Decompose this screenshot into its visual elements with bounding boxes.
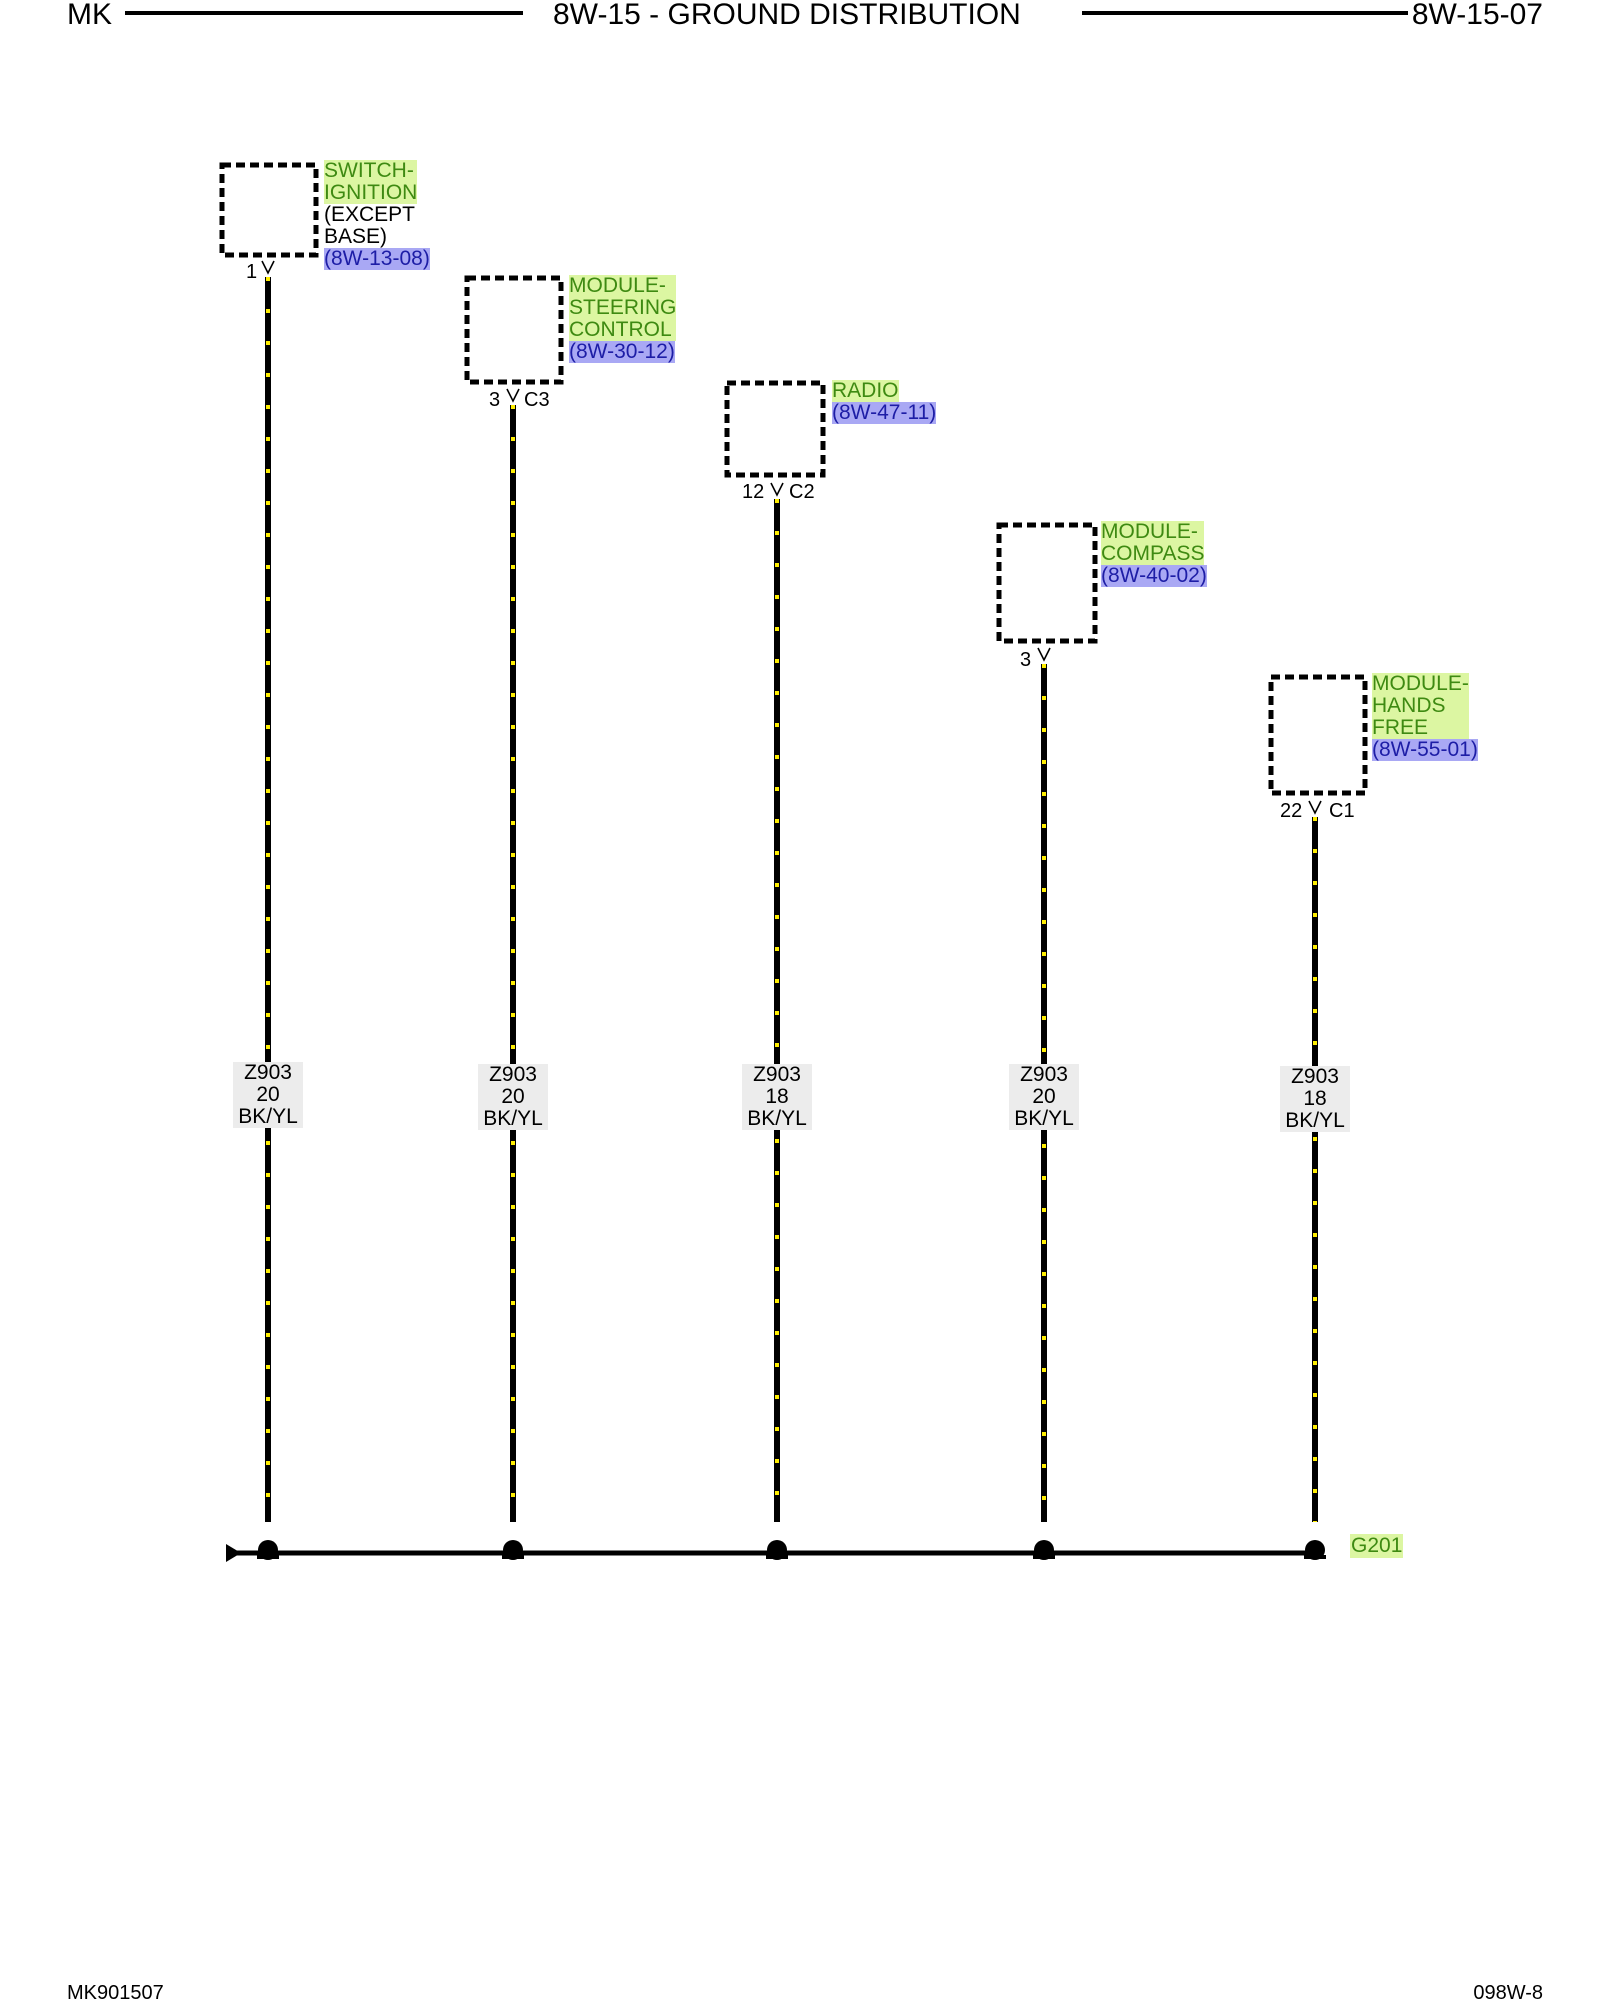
connector-chevron-icon	[1037, 647, 1051, 662]
page-reference-link[interactable]: (8W-40-02)	[1101, 564, 1207, 587]
pin-number: 1	[246, 261, 258, 283]
splice-dot	[1033, 1540, 1055, 1560]
footer-document-id: MK901507	[67, 1982, 164, 2004]
connector-chevron-icon	[1308, 800, 1322, 815]
splice-dot	[766, 1540, 788, 1560]
component-label-radio: RADIO (8W-47-11)	[832, 379, 937, 424]
component-name: SWITCH-IGNITION	[324, 159, 418, 204]
splice-dot	[1304, 1540, 1326, 1560]
page-reference-link[interactable]: (8W-30-12)	[569, 340, 675, 363]
splice-dot	[257, 1540, 279, 1560]
pin-number: 3	[489, 389, 501, 411]
component-name: RADIO	[832, 379, 899, 402]
page-number: 8W-15-07	[1411, 0, 1543, 31]
component-box-compass	[996, 522, 1098, 644]
connector-chevron-icon	[261, 260, 275, 275]
connector-chevron-icon	[506, 388, 520, 403]
component-box-steering-control	[464, 275, 564, 385]
component-label-compass: MODULE-COMPASS (8W-40-02)	[1101, 521, 1207, 587]
page-reference-link[interactable]: (8W-55-01)	[1372, 738, 1478, 761]
component-note: BASE)	[324, 225, 388, 248]
component-name: MODULE-COMPASS	[1101, 520, 1205, 565]
connector-id: C1	[1329, 800, 1355, 822]
header-rule-left	[125, 11, 523, 15]
component-box-hands-free	[1268, 674, 1368, 796]
bus-arrow-icon	[226, 1544, 241, 1562]
connector-chevron-icon	[770, 482, 784, 497]
page-reference-link[interactable]: (8W-13-08)	[324, 247, 430, 270]
component-box-switch-ignition	[219, 162, 319, 258]
pin-number: 3	[1020, 649, 1032, 671]
component-box-radio	[724, 380, 826, 478]
splice-dot	[502, 1540, 524, 1560]
ground-label: G201	[1350, 1534, 1404, 1558]
component-label-switch-ignition: SWITCH-IGNITION (EXCEPT BASE) (8W-13-08)	[324, 160, 430, 270]
page-title: 8W-15 - GROUND DISTRIBUTION	[553, 0, 1021, 31]
footer-page-code: 098W-8	[1473, 1982, 1543, 2004]
pin-number: 22	[1280, 800, 1303, 822]
page-reference-link[interactable]: (8W-47-11)	[832, 401, 937, 424]
header-rule-right	[1082, 11, 1408, 15]
header-vehicle-code: MK	[67, 0, 112, 31]
pin-number: 12	[742, 481, 765, 503]
connector-id: C3	[524, 389, 550, 411]
connector-id: C2	[789, 481, 815, 503]
component-note: (EXCEPT	[324, 203, 416, 226]
